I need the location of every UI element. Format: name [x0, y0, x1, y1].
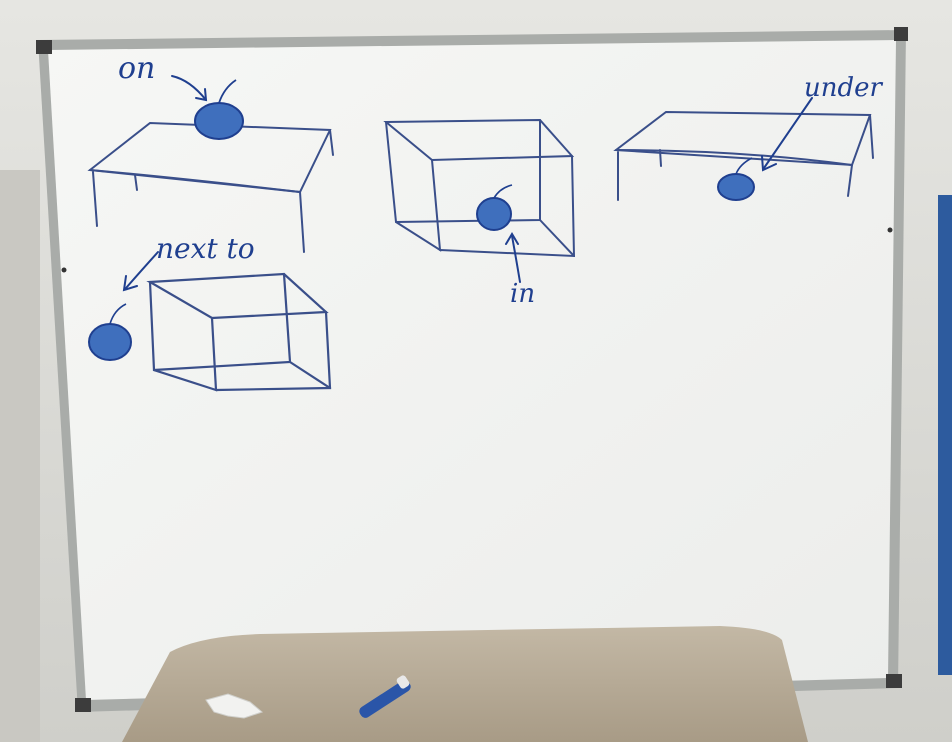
corner-cap-bottom-right [886, 674, 902, 688]
label-under: under [804, 73, 884, 103]
whiteboard-surface [48, 40, 896, 700]
frame-dot-left [62, 268, 67, 273]
foreground-table [122, 626, 808, 742]
corner-cap-top-left [36, 40, 52, 54]
label-on: on [118, 51, 155, 86]
corner-cap-bottom-left [75, 698, 91, 712]
label-next-to: next to [156, 232, 255, 265]
corner-cap-top-right [894, 27, 908, 41]
wall-shadow-left [0, 170, 40, 742]
label-in: in [510, 279, 535, 309]
blue-wall-panel [938, 195, 952, 675]
frame-dot-right [888, 228, 893, 233]
